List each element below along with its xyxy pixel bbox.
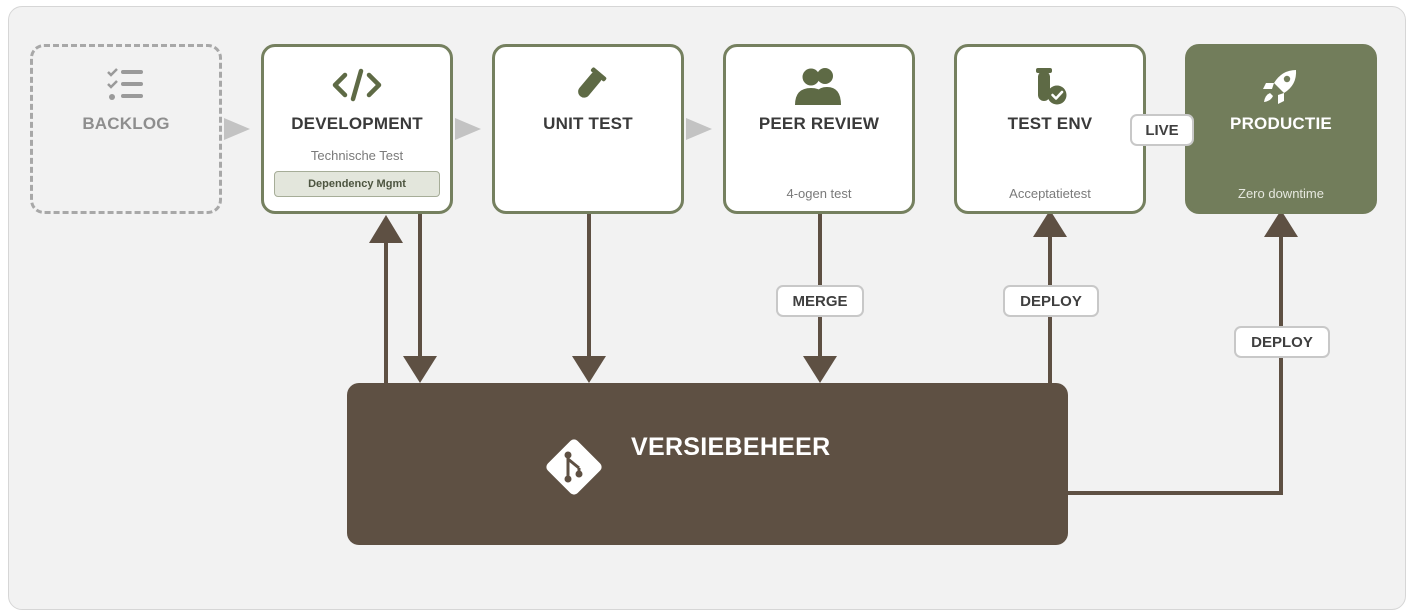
stage-test-env: TEST ENV Acceptatietest bbox=[954, 44, 1146, 214]
stage-subtitle: Acceptatietest bbox=[1009, 186, 1091, 201]
vial-check-icon bbox=[957, 67, 1143, 107]
stage-title: TEST ENV bbox=[1007, 114, 1093, 133]
stage-title: PEER REVIEW bbox=[758, 114, 880, 133]
flow-arrow-backlog-dev bbox=[224, 118, 250, 140]
arrowhead-peer-to-vcs bbox=[803, 356, 837, 383]
merge-label: MERGE bbox=[776, 285, 864, 317]
version-control-title: VERSIEBEHEER bbox=[631, 433, 831, 461]
arrowhead-dev-to-vcs bbox=[403, 356, 437, 383]
stage-title: UNIT TEST bbox=[543, 114, 633, 133]
deploy-test-label: DEPLOY bbox=[1003, 285, 1099, 317]
stage-unit-test: UNIT TEST bbox=[492, 44, 684, 214]
stage-subtitle: Zero downtime bbox=[1238, 186, 1324, 201]
arrowhead-vcs-to-testenv bbox=[1033, 210, 1067, 237]
live-label: LIVE bbox=[1130, 114, 1194, 146]
stage-development: DEVELOPMENT Technische Test Dependency M… bbox=[261, 44, 453, 214]
checklist-icon bbox=[33, 67, 219, 107]
stage-subtitle: 4-ogen test bbox=[786, 186, 852, 201]
arrow-vcs-to-prod bbox=[1068, 236, 1283, 495]
arrowhead-unit-to-vcs bbox=[572, 356, 606, 383]
arrowhead-vcs-to-prod bbox=[1264, 210, 1298, 237]
code-icon bbox=[264, 67, 450, 107]
test-tube-icon bbox=[495, 67, 681, 107]
stage-title: PRODUCTIE bbox=[1230, 114, 1332, 133]
dependency-badge: Dependency Mgmt bbox=[274, 171, 440, 197]
stage-title: DEVELOPMENT bbox=[291, 114, 423, 133]
deploy-prod-label: DEPLOY bbox=[1234, 326, 1330, 358]
stage-productie: PRODUCTIE Zero downtime bbox=[1185, 44, 1377, 214]
flow-arrow-unit-peer bbox=[686, 118, 712, 140]
git-icon bbox=[542, 435, 606, 504]
flow-arrow-dev-unit bbox=[455, 118, 481, 140]
version-control-block: VERSIEBEHEER bbox=[347, 383, 1068, 545]
users-icon bbox=[726, 67, 912, 107]
stage-title: BACKLOG bbox=[82, 114, 170, 133]
stage-peer-review: PEER REVIEW 4-ogen test bbox=[723, 44, 915, 214]
arrowhead-vcs-to-dev bbox=[369, 215, 403, 243]
stage-subtitle: Technische Test bbox=[310, 148, 404, 163]
rocket-icon bbox=[1188, 67, 1374, 107]
stage-backlog: BACKLOG bbox=[30, 44, 222, 214]
